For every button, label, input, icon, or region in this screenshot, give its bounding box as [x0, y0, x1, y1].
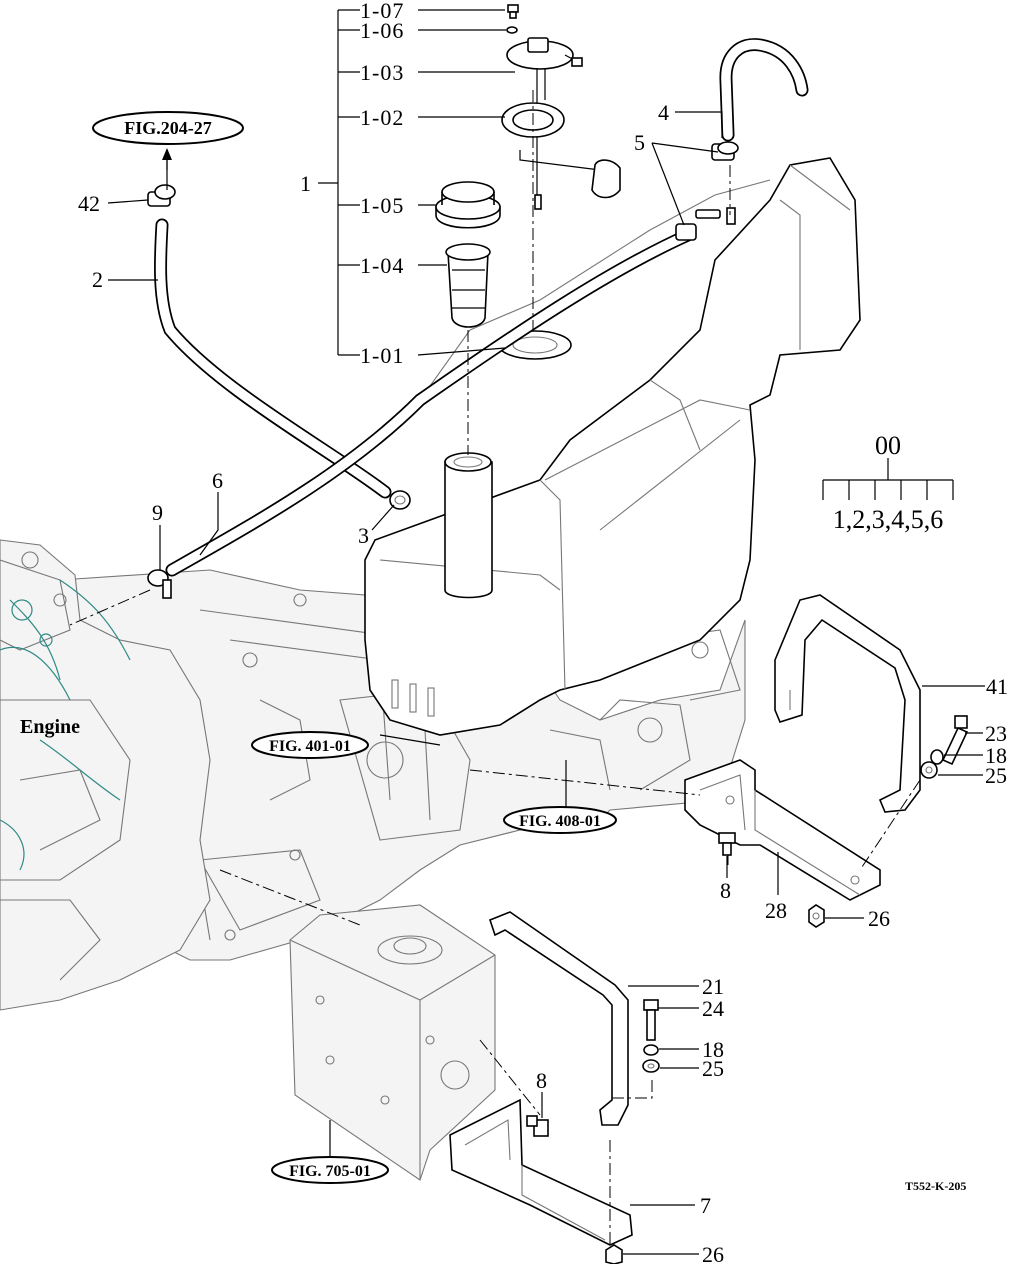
- callout-8-upper: 8: [720, 878, 731, 903]
- svg-text:FIG.204-27: FIG.204-27: [124, 118, 212, 138]
- label-1-05: 1-05: [360, 193, 404, 218]
- assembly-key: 00 1,2,3,4,5,6: [822, 431, 954, 534]
- washer-25-upper: [920, 761, 938, 779]
- label-1-06: 1-06: [360, 18, 404, 43]
- callout-26-lower: 26: [702, 1242, 724, 1264]
- label-part-1: 1: [300, 171, 311, 196]
- assembly-centerlines: [69, 90, 921, 1245]
- nut-26-upper: [808, 904, 825, 928]
- engine-label: Engine: [20, 716, 80, 738]
- callout-5: 5: [634, 130, 645, 155]
- callout-25-upper: 25: [985, 763, 1007, 788]
- label-1-02: 1-02: [360, 105, 404, 130]
- bolt-24: [643, 999, 659, 1041]
- callout-9: 9: [152, 500, 163, 525]
- callout-18-lower: 18: [702, 1037, 724, 1062]
- nut-26-lower: [605, 1244, 623, 1264]
- hose-clamp-9: [147, 569, 172, 599]
- fig-ref-705-01[interactable]: FIG. 705-01: [271, 1156, 389, 1184]
- callout-2: 2: [92, 267, 103, 292]
- hose-clamp-42: [147, 184, 176, 207]
- filter-strainer-1-04: [445, 243, 491, 328]
- drawing-code: T552-K-205: [905, 1179, 966, 1193]
- filler-cap-1-05: [435, 181, 501, 229]
- fig-ref-401-01[interactable]: FIG. 401-01: [251, 731, 369, 759]
- breather-hose-4: [719, 38, 809, 142]
- hose-clamps-5: [675, 141, 739, 241]
- callout-4: 4: [658, 100, 669, 125]
- svg-text:FIG. 408-01: FIG. 408-01: [519, 813, 601, 830]
- label-1-03: 1-03: [360, 60, 404, 85]
- callout-23: 23: [985, 721, 1007, 746]
- tank-strap-rear: [774, 594, 921, 813]
- fuel-hose-6: [165, 228, 695, 577]
- callout-6: 6: [212, 468, 223, 493]
- callout-8-lower: 8: [536, 1068, 547, 1093]
- callout-26-upper: 26: [868, 906, 890, 931]
- label-1-04: 1-04: [360, 253, 404, 278]
- return-hose-2: [153, 218, 392, 499]
- label-1-01: 1-01: [360, 343, 404, 368]
- washer-25-lower: [642, 1059, 660, 1073]
- svg-text:FIG. 401-01: FIG. 401-01: [269, 738, 351, 755]
- lock-washer-18-upper: [930, 749, 944, 765]
- bolt-23: [941, 715, 969, 766]
- hose-clamp-3: [389, 490, 411, 510]
- fig-ref-408-01[interactable]: FIG. 408-01: [503, 806, 617, 834]
- rear-tank-bracket: [684, 759, 881, 901]
- tank-strap-front: [489, 911, 629, 1126]
- callout-42: 42: [78, 191, 100, 216]
- callout-41: 41: [986, 674, 1008, 699]
- bolt-8-lower: [526, 1115, 549, 1137]
- callout-leaders: [107, 111, 985, 1255]
- callout-21: 21: [702, 974, 724, 999]
- callout-25-lower: 25: [702, 1056, 724, 1081]
- callout-3: 3: [358, 523, 369, 548]
- callout-24: 24: [702, 996, 724, 1021]
- svg-text:FIG. 705-01: FIG. 705-01: [289, 1163, 371, 1180]
- assembly-key-bottom: 1,2,3,4,5,6: [833, 505, 944, 534]
- washer-1-06: [506, 26, 518, 34]
- fig-ref-204-27[interactable]: FIG.204-27: [92, 111, 244, 145]
- front-axle-bracket: [289, 904, 496, 1181]
- callout-7: 7: [700, 1193, 711, 1218]
- callout-28: 28: [765, 898, 787, 923]
- assembly-key-top: 00: [875, 431, 901, 460]
- part-1-tree-bracket: [318, 9, 515, 356]
- arrow-to-fig-204-27: [162, 148, 172, 190]
- screw-1-07: [507, 4, 519, 19]
- fuel-tank: [364, 157, 861, 736]
- fuel-level-sender: [506, 37, 621, 210]
- callout-18-upper: 18: [985, 743, 1007, 768]
- label-1-07: 1-07: [360, 0, 404, 23]
- front-tank-bracket: [449, 1098, 633, 1246]
- lock-washer-18-lower: [643, 1044, 659, 1056]
- bolt-8-upper: [718, 832, 736, 856]
